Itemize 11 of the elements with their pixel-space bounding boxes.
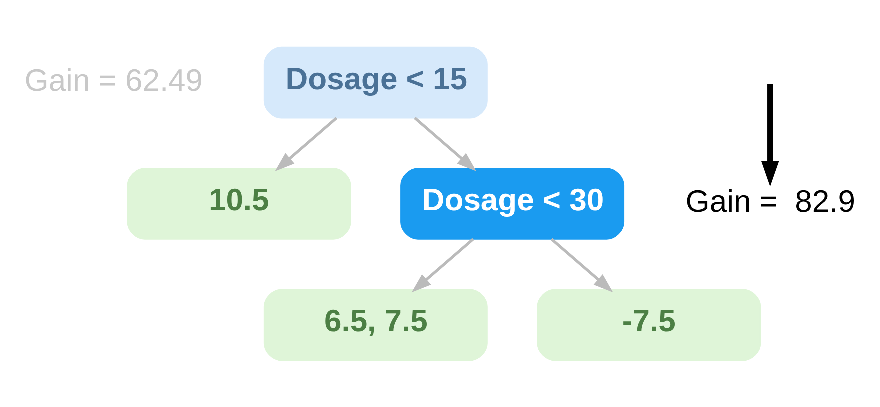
arrow xyxy=(761,84,780,186)
node-box: Dosage < 30 xyxy=(400,168,625,240)
node-box: 6.5, 7.5 xyxy=(264,288,488,361)
node-box: 10.5 xyxy=(127,168,352,240)
arrow xyxy=(412,238,474,292)
arrow xyxy=(414,116,477,171)
arrow xyxy=(275,116,338,171)
node-text: Gain = 82.9 xyxy=(686,183,856,218)
node-box: -7.5 xyxy=(537,288,762,361)
arrow xyxy=(550,238,614,292)
node-box: Dosage < 15 xyxy=(264,46,488,118)
